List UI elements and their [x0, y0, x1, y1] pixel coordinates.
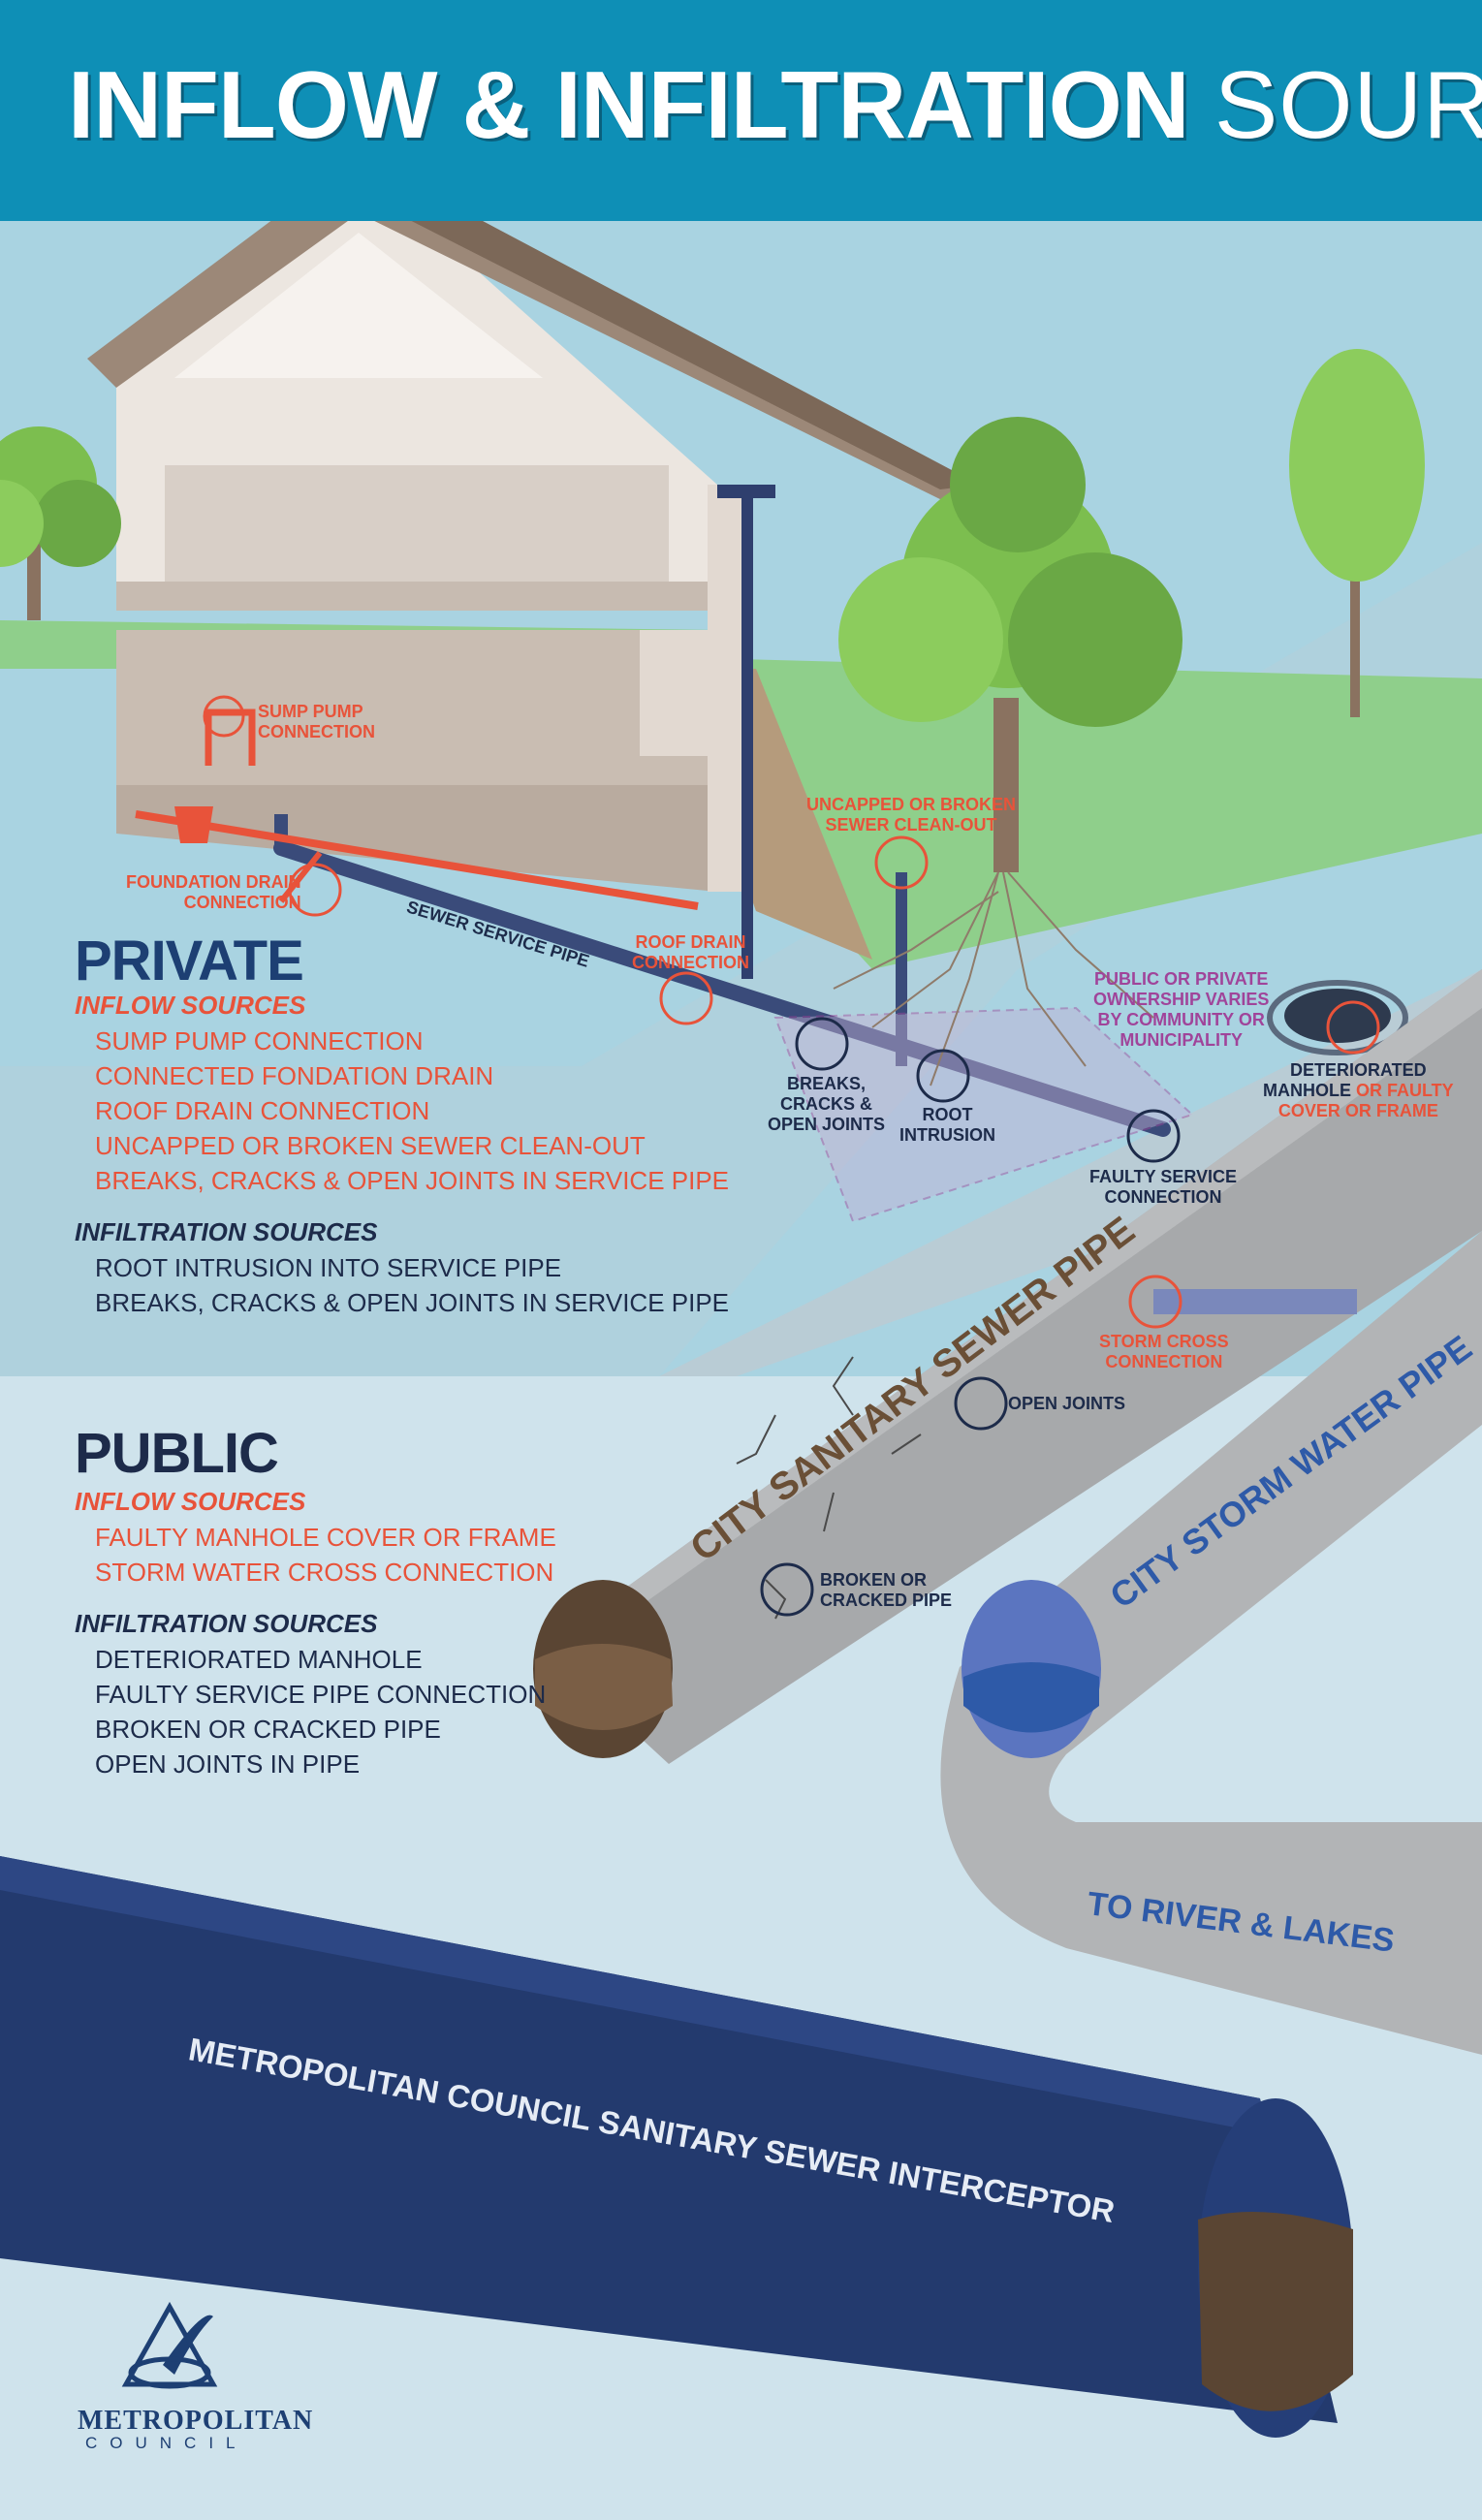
basement-floor	[116, 785, 717, 892]
public-infiltration-heading: INFILTRATION SOURCES	[75, 1609, 378, 1638]
sump-pump-pipe	[205, 709, 256, 766]
header-bar	[0, 0, 1482, 221]
list-item: DETERIORATED MANHOLE	[95, 1645, 423, 1674]
roof-downspout	[741, 494, 753, 979]
floor-slab	[116, 582, 717, 611]
basement-stairs-wall	[640, 630, 708, 756]
manhole-cover	[1284, 989, 1391, 1043]
title-bold: INFLOW & INFILTRATION	[68, 51, 1190, 158]
list-item: FAULTY SERVICE PIPE CONNECTION	[95, 1680, 547, 1709]
list-item: UNCAPPED OR BROKEN SEWER CLEAN-OUT	[95, 1131, 646, 1160]
soil	[717, 669, 872, 960]
sump-pit	[174, 806, 213, 843]
roof	[87, 155, 979, 504]
public-infiltration-list: DETERIORATED MANHOLE FAULTY SERVICE PIPE…	[95, 1642, 546, 1781]
gable	[174, 233, 543, 378]
list-item: ROOT INTRUSION INTO SERVICE PIPE	[95, 1253, 562, 1282]
private-inflow-heading: INFLOW SOURCES	[75, 991, 306, 1020]
street-edge	[659, 969, 1482, 1376]
storm-cross-pipe	[1153, 1289, 1357, 1314]
list-item: CONNECTED FONDATION DRAIN	[95, 1061, 494, 1090]
foundation-drain-branch	[278, 851, 323, 903]
callout-breaks: BREAKS,CRACKS &OPEN JOINTS	[768, 1074, 886, 1134]
callout-circles	[203, 695, 1380, 1617]
sewer-service-pipe	[273, 840, 1171, 1137]
private-inflow-list: SUMP PUMP CONNECTION CONNECTED FONDATION…	[95, 1024, 729, 1198]
public-inflow-heading: INFLOW SOURCES	[75, 1487, 306, 1516]
public-inflow-list: FAULTY MANHOLE COVER OR FRAME STORM WATE…	[95, 1520, 556, 1590]
list-item: FAULTY MANHOLE COVER OR FRAME	[95, 1523, 556, 1552]
private-heading: PRIVATE	[75, 929, 304, 992]
ownership-zone	[773, 1006, 1194, 1223]
public-heading: PUBLIC	[75, 1422, 279, 1485]
foundation-drain-pipe	[135, 810, 699, 910]
callout-manhole: DETERIORATED MANHOLE OR FAULTY COVER OR …	[1263, 1060, 1454, 1120]
roof-ridge	[320, 155, 979, 489]
list-item: ROOF DRAIN CONNECTION	[95, 1096, 430, 1125]
private-infiltration-list: ROOT INTRUSION INTO SERVICE PIPE BREAKS,…	[95, 1250, 729, 1320]
list-item: BREAKS, CRACKS & OPEN JOINTS IN SERVICE …	[95, 1166, 730, 1195]
callout-open-joints: OPEN JOINTS	[1008, 1394, 1126, 1413]
ground-slab	[0, 543, 1482, 1376]
interceptor-pipe	[0, 1856, 1338, 2423]
logo-sub: COUNCIL	[85, 2434, 248, 2452]
list-item: STORM WATER CROSS CONNECTION	[95, 1558, 554, 1587]
tree-center	[838, 417, 1182, 872]
list-item: BROKEN OR CRACKED PIPE	[95, 1715, 441, 1744]
tree-left	[0, 426, 121, 620]
gutter	[717, 485, 775, 498]
house-side	[708, 485, 746, 892]
lawn	[737, 659, 1482, 969]
logo-name: METROPOLITAN	[78, 2406, 314, 2436]
list-item: SUMP PUMP CONNECTION	[95, 1026, 424, 1055]
city-storm-pipe	[940, 1231, 1482, 2055]
upper-floor	[165, 465, 669, 582]
private-infiltration-heading: INFILTRATION SOURCES	[75, 1217, 378, 1246]
list-item: OPEN JOINTS IN PIPE	[95, 1749, 361, 1779]
page-title: INFLOW & INFILTRATION SOURCES	[68, 50, 1482, 160]
title-light: SOURCES	[1214, 51, 1482, 158]
list-item: BREAKS, CRACKS & OPEN JOINTS IN SERVICE …	[95, 1288, 730, 1317]
tree-right	[1289, 349, 1425, 717]
metropolitan-council-logo-mark	[121, 2301, 218, 2389]
